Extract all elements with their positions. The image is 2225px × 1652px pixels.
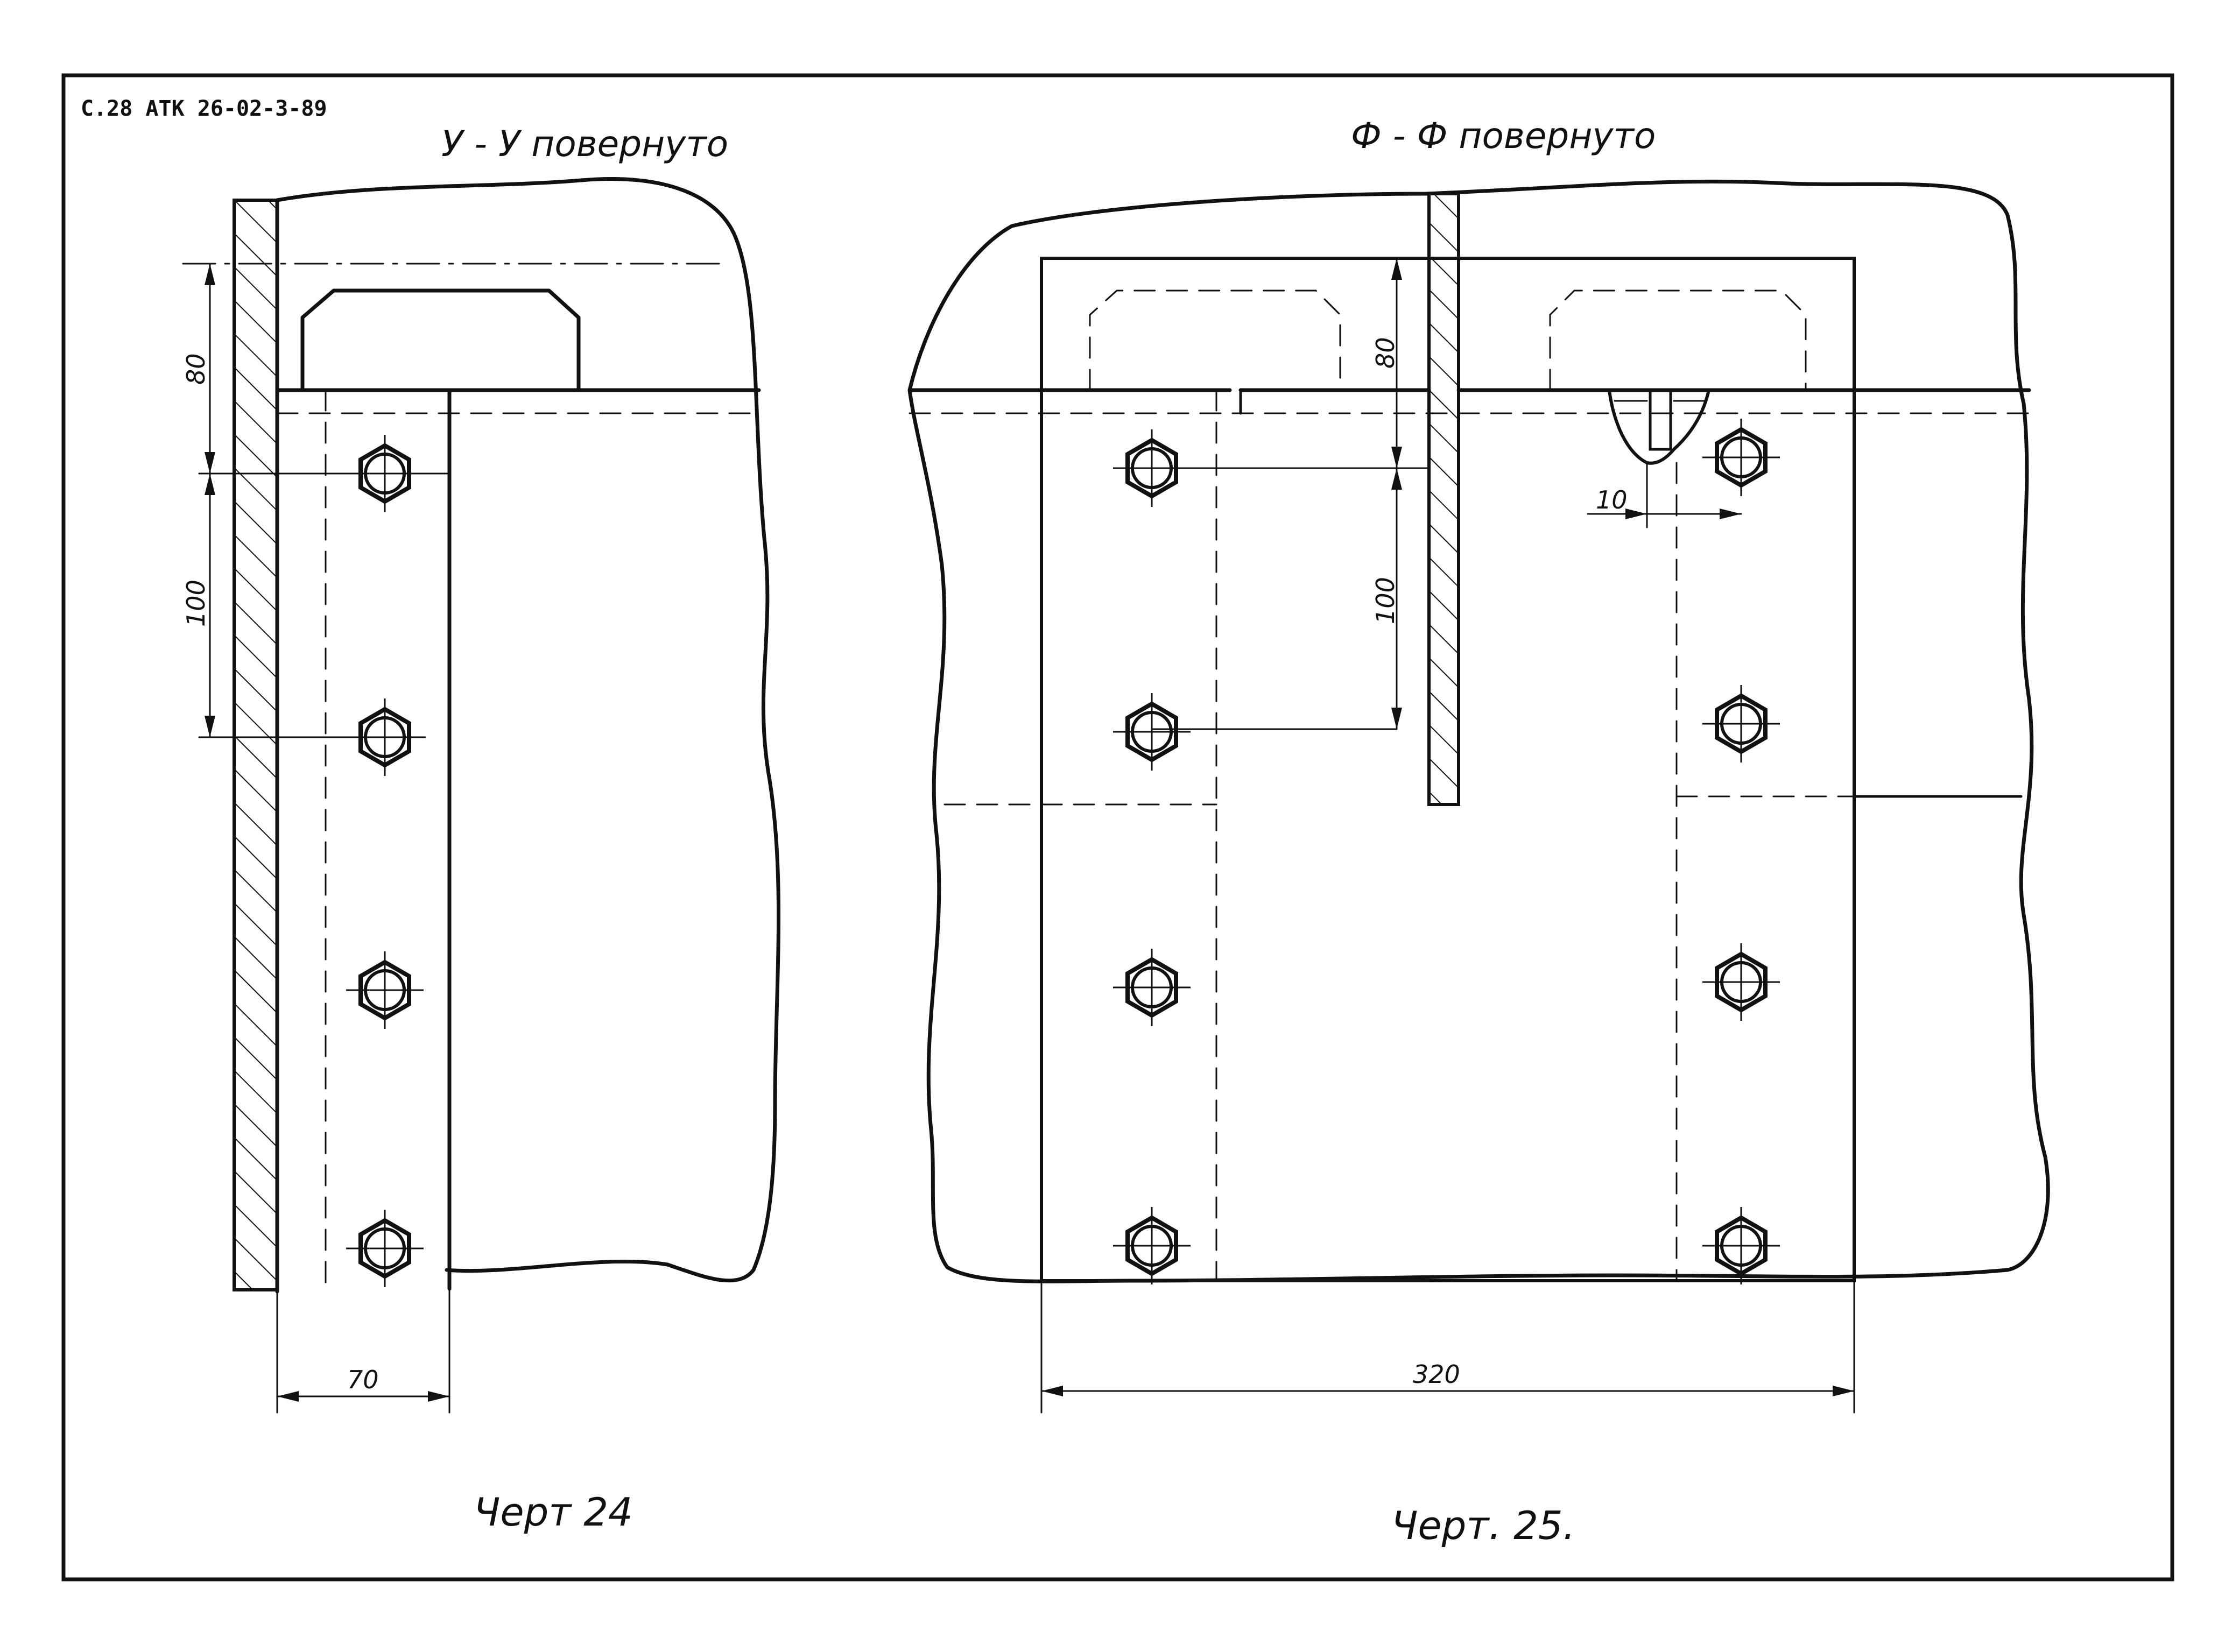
dim-arrow <box>1833 1386 1854 1396</box>
bracket-hidden-outline <box>1549 290 1807 391</box>
dim-arrow <box>1041 1386 1063 1396</box>
wall-section <box>1427 192 1460 806</box>
view-u-u: У - У повернуто 80 100 <box>181 123 781 1535</box>
sheet-header: С.28 АТК 26-02-3-89 <box>81 96 327 121</box>
dim-label-10: 10 <box>1596 485 1628 514</box>
view-u-u-title: У - У повернуто <box>441 123 728 165</box>
view-f-f-title: Ф - Ф повернуто <box>1351 115 1656 157</box>
dim-label-70: 70 <box>347 1365 379 1394</box>
dim-arrow <box>1625 509 1647 519</box>
dim-arrow <box>1720 509 1741 519</box>
bolt-nut-icon <box>1702 685 1780 763</box>
wall-section <box>233 199 279 1291</box>
bolt-nut-icon <box>1702 943 1780 1021</box>
bolt-nut-icon <box>1113 949 1191 1026</box>
bracket-hidden-outline <box>1089 290 1341 391</box>
dim-label-100: 100 <box>1371 577 1400 624</box>
dim-label-100: 100 <box>181 580 210 627</box>
view-f-f-caption: Черт. 25. <box>1391 1503 1575 1548</box>
dim-arrow <box>205 264 215 285</box>
dim-label-80: 80 <box>181 353 210 385</box>
dim-arrow <box>1391 468 1402 490</box>
bolt-nut-icon <box>346 1210 424 1287</box>
dim-arrow <box>1391 258 1402 280</box>
dim-arrow <box>428 1391 449 1402</box>
dim-arrow <box>205 716 215 737</box>
break-outline <box>275 177 781 1283</box>
sheet-frame <box>61 73 2174 1582</box>
dim-arrow <box>205 452 215 474</box>
bolt-nut-icon <box>1702 1207 1780 1284</box>
bolt-nut-icon <box>1702 419 1780 496</box>
dim-arrow <box>1391 447 1402 468</box>
break-outline <box>907 179 2050 1283</box>
view-f-f: Ф - Ф повернуто <box>907 115 2050 1548</box>
bolt-nut-icon <box>1113 1207 1191 1284</box>
dim-label-80: 80 <box>1371 337 1400 369</box>
weld-stem <box>1649 389 1672 451</box>
bolt-nut-icon <box>1113 693 1191 771</box>
dim-arrow <box>205 474 215 495</box>
bracket-outline <box>300 288 581 392</box>
dim-label-320: 320 <box>1413 1360 1460 1389</box>
view-u-u-caption: Черт 24 <box>474 1489 633 1535</box>
dim-arrow <box>277 1391 299 1402</box>
bolt-nut-icon <box>346 951 424 1029</box>
dim-arrow <box>1391 708 1402 729</box>
